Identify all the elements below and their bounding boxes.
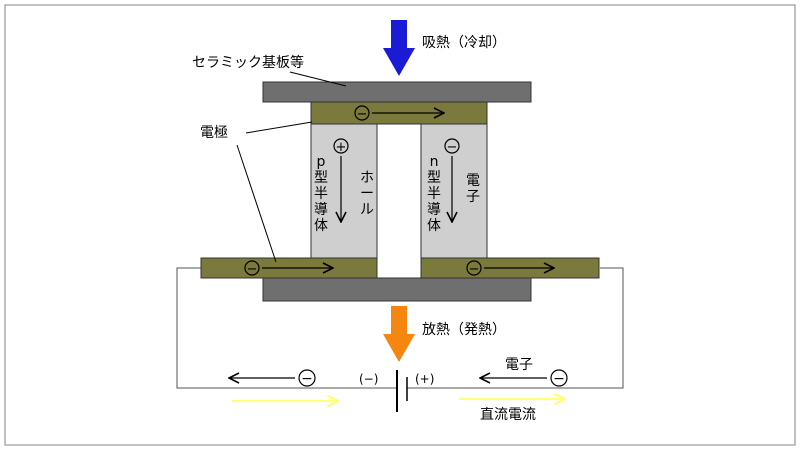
wire-left-electron-icon — [298, 369, 316, 387]
electrode-leader-line-top — [245, 121, 313, 134]
electrode-label: 電極 — [200, 125, 228, 141]
minus-terminal-label: (−) — [359, 372, 379, 386]
p-type-semiconductor-label: p型半導体 — [314, 154, 328, 234]
n-type-semiconductor-label: n型半導体 — [427, 154, 441, 234]
hole-sign: + — [336, 140, 347, 155]
heat-absorb-arrow-icon — [383, 20, 415, 76]
hole-icon — [333, 138, 349, 154]
electron-vertical-label: 電子 — [466, 173, 480, 205]
bottom-ceramic-plate — [262, 277, 532, 302]
ceramic-substrate-label: セラミック基板等 — [192, 55, 304, 71]
bottom-left-electron-icon — [244, 260, 260, 276]
heat-release-arrow-icon — [383, 306, 415, 362]
wire-right-electron-icon — [550, 369, 568, 387]
n-electron-icon — [444, 138, 460, 154]
dc-current-label: 直流電流 — [480, 407, 536, 423]
ceramic-leader-line — [289, 71, 347, 87]
bottom-right-electron-sign: − — [469, 262, 480, 277]
electrode-leader-line-bottom — [236, 144, 277, 263]
top-electron-icon — [354, 105, 370, 121]
right-wire — [407, 267, 624, 389]
heat-release-label: 放熱（発熱） — [422, 322, 506, 338]
n-electron-sign: − — [447, 140, 458, 155]
bottom-right-electron-icon — [466, 260, 482, 276]
heat-absorb-label: 吸熱（冷却） — [422, 35, 506, 51]
hole-label: ホール — [360, 170, 374, 218]
wire-left-electron-sign: − — [301, 371, 313, 387]
bottom-left-electron-sign: − — [247, 262, 258, 277]
left-wire — [176, 267, 397, 389]
plus-terminal-label: (+) — [415, 372, 435, 386]
outer-border — [4, 4, 796, 446]
electron-wire-label: 電子 — [505, 357, 533, 373]
p-type-semiconductor — [310, 123, 378, 260]
top-ceramic-plate — [262, 81, 532, 103]
n-type-semiconductor — [420, 123, 488, 260]
wire-right-electron-sign: − — [553, 371, 565, 387]
top-electron-sign: − — [357, 107, 368, 122]
